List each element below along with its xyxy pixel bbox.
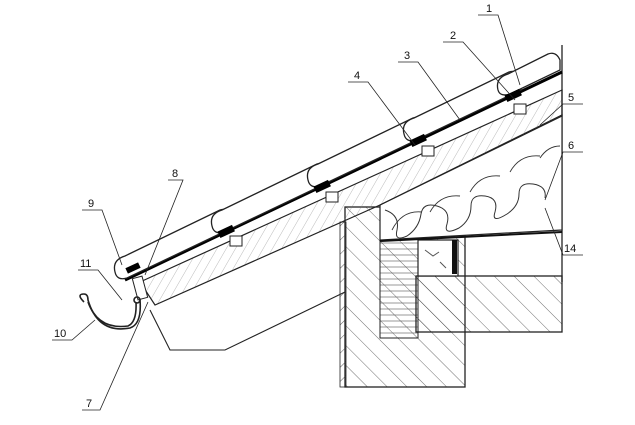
label-10: 10 [54, 328, 66, 340]
inner-lining [379, 231, 563, 242]
label-7: 7 [86, 398, 92, 410]
label-4: 4 [354, 70, 360, 82]
soffit-line [149, 291, 346, 351]
label-6: 6 [568, 140, 574, 152]
leader-lines [52, 14, 583, 411]
label-1: 1 [486, 3, 492, 15]
battens [229, 103, 527, 247]
label-2: 2 [450, 30, 456, 42]
underlay-membrane [124, 70, 563, 282]
wall-plate-grain [424, 249, 447, 269]
label-8: 8 [172, 168, 178, 180]
insulation [379, 114, 563, 241]
label-3: 3 [404, 50, 410, 62]
label-5: 5 [568, 92, 574, 104]
vapor-barrier-strip [452, 240, 457, 274]
label-14: 14 [564, 243, 576, 255]
wall-plate [417, 239, 459, 277]
label-11: 11 [80, 258, 91, 270]
tile-clips [125, 88, 522, 274]
floor-beam [415, 275, 563, 333]
gutter [79, 293, 142, 330]
roof-tiles [113, 52, 561, 280]
eaves-bracket [131, 275, 149, 301]
label-9: 9 [88, 198, 94, 210]
rafter [139, 89, 563, 306]
